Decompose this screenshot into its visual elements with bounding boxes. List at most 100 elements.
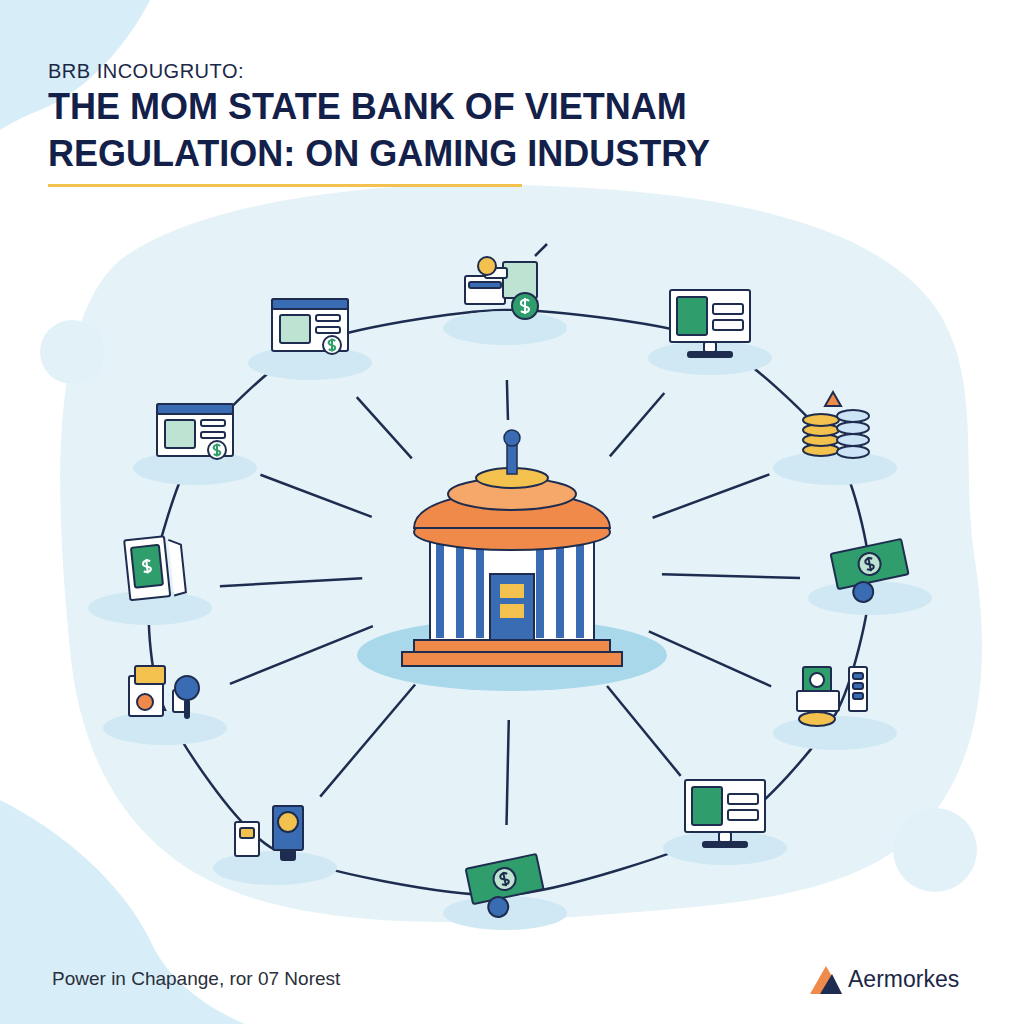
building-body bbox=[430, 540, 594, 640]
icon-part bbox=[713, 304, 743, 314]
icon-part bbox=[677, 297, 707, 335]
icon-pad bbox=[103, 711, 227, 745]
icon-part bbox=[837, 446, 869, 458]
icon bbox=[235, 806, 303, 860]
spoke-line bbox=[230, 626, 373, 684]
title: THE MOM STATE BANK OF VIETNAM REGULATION… bbox=[48, 84, 848, 178]
spoke-line bbox=[662, 574, 800, 578]
column bbox=[436, 544, 444, 638]
icon-part bbox=[323, 336, 341, 354]
icon-part bbox=[853, 673, 863, 679]
icon-part bbox=[469, 282, 501, 288]
icon bbox=[465, 244, 547, 319]
icon-part bbox=[235, 822, 259, 856]
building-step bbox=[414, 640, 610, 652]
spoke-line bbox=[610, 393, 664, 456]
icon-part bbox=[157, 404, 233, 414]
background-blob bbox=[60, 184, 982, 922]
icon-part bbox=[837, 434, 869, 446]
icon-pad bbox=[213, 851, 337, 885]
column bbox=[456, 544, 464, 638]
icon-part bbox=[273, 806, 303, 850]
icon bbox=[129, 666, 199, 718]
column bbox=[536, 544, 544, 638]
dollar-symbol bbox=[864, 556, 874, 572]
dollar-symbol bbox=[143, 559, 152, 574]
icon-part bbox=[175, 676, 199, 700]
icon-pad bbox=[663, 831, 787, 865]
icon-part bbox=[713, 320, 743, 330]
icon-pad bbox=[443, 311, 567, 345]
spire-ball bbox=[504, 430, 520, 446]
icon-part bbox=[703, 842, 747, 847]
icon-part bbox=[316, 315, 340, 321]
caption: Power in Chapange, ror 07 Norest bbox=[52, 968, 340, 990]
icon-part bbox=[685, 780, 765, 832]
building-step bbox=[402, 652, 622, 666]
icon-part bbox=[670, 290, 750, 342]
dollar-symbol bbox=[329, 339, 335, 352]
spoke-line bbox=[653, 474, 770, 517]
icon-part bbox=[272, 299, 348, 309]
column bbox=[576, 544, 584, 638]
logo-mark bbox=[810, 966, 842, 994]
door bbox=[490, 574, 534, 640]
icon bbox=[157, 404, 233, 459]
kicker-label: BRB INCOUGRUTO: bbox=[48, 60, 244, 83]
icon-part bbox=[799, 712, 835, 726]
icon-part bbox=[851, 580, 875, 604]
bubble bbox=[40, 320, 104, 384]
icon-part bbox=[849, 667, 867, 711]
icon-part bbox=[165, 420, 195, 448]
icon-part bbox=[803, 667, 831, 693]
spoke-line bbox=[607, 686, 681, 776]
icon-part bbox=[465, 276, 505, 304]
icon-part bbox=[853, 683, 863, 689]
icon-part bbox=[803, 414, 839, 426]
icon-pad bbox=[773, 451, 897, 485]
icon-part bbox=[281, 850, 295, 860]
door-sign bbox=[500, 604, 524, 618]
icon-part bbox=[208, 441, 226, 459]
spoke-line bbox=[649, 631, 771, 686]
spoke-line bbox=[260, 475, 371, 517]
ring-line bbox=[149, 310, 870, 895]
icon-part bbox=[131, 545, 163, 588]
icon bbox=[670, 290, 750, 357]
icon-part bbox=[831, 539, 909, 589]
icon-part bbox=[719, 832, 731, 842]
icon-part bbox=[797, 691, 839, 711]
spoke-line bbox=[220, 578, 362, 586]
icon bbox=[803, 392, 869, 458]
column bbox=[476, 544, 484, 638]
icon-part bbox=[810, 673, 824, 687]
icon-part bbox=[201, 420, 225, 426]
icon-part bbox=[201, 432, 225, 438]
icon-part bbox=[853, 693, 863, 699]
bubble bbox=[893, 808, 977, 892]
icon-part bbox=[137, 694, 153, 710]
icon-part bbox=[688, 352, 732, 357]
icon-part bbox=[478, 257, 496, 275]
icon-part bbox=[168, 539, 186, 596]
icon bbox=[124, 535, 186, 601]
icon-part bbox=[512, 293, 538, 319]
icon-part bbox=[728, 794, 758, 804]
logo-label: Aermorkes bbox=[848, 966, 959, 993]
icon bbox=[797, 667, 867, 726]
icon-part bbox=[135, 666, 165, 684]
dollar-symbol bbox=[214, 444, 220, 457]
icon-part bbox=[692, 787, 722, 825]
icon bbox=[685, 780, 765, 847]
spoke-line bbox=[357, 397, 412, 458]
icon-pad bbox=[808, 581, 932, 615]
logo-part bbox=[820, 974, 842, 994]
dollar-symbol bbox=[521, 298, 529, 314]
spoke-line bbox=[507, 720, 509, 825]
icon-part bbox=[728, 810, 758, 820]
icon-part bbox=[837, 410, 869, 422]
icon-part bbox=[837, 422, 869, 434]
icon-part bbox=[503, 262, 537, 298]
bank-building bbox=[357, 430, 667, 691]
